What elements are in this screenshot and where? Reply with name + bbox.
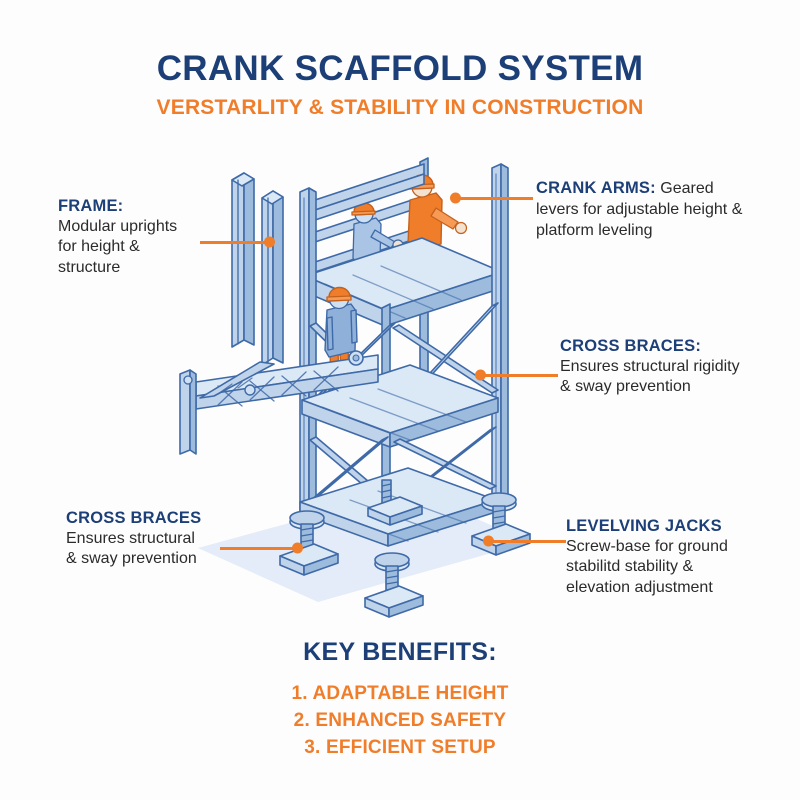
callout-frame-line-3: structure bbox=[58, 259, 121, 277]
callout-frame: FRAME: Modular uprights for height & str… bbox=[58, 196, 248, 279]
callout-leveling-jacks-line-2: stabilitd stability & bbox=[566, 558, 694, 576]
middle-platform-deck bbox=[301, 364, 499, 448]
leader-line-leveling-jacks bbox=[483, 535, 566, 547]
callout-crank-arms-line-2: levers for adjustable height bbox=[536, 200, 728, 218]
callout-frame-line-2: for height & bbox=[58, 238, 140, 256]
leveling-jack-rear bbox=[367, 479, 423, 526]
key-benefit-item-3: 3. EFFICIENT SETUP bbox=[304, 736, 496, 758]
key-benefits-section: KEY BENEFITS: 1. ADAPTABLE HEIGHT 2. ENH… bbox=[0, 638, 800, 762]
leveling-jack-front-mid bbox=[364, 552, 424, 618]
leader-dot bbox=[475, 369, 486, 381]
key-benefit-item-1: 1. ADAPTABLE HEIGHT bbox=[291, 683, 509, 704]
callout-crank-arms: CRANK ARMS: Geared levers for adjustable… bbox=[536, 178, 786, 241]
key-benefits-title: KEY BENEFITS: bbox=[303, 638, 497, 666]
callout-leveling-jacks-line-3: elevation adjustment bbox=[566, 579, 713, 597]
callout-frame-heading: FRAME: bbox=[58, 197, 124, 215]
callout-crank-arms-heading: CRANK ARMS: bbox=[536, 179, 656, 197]
leader-line-frame bbox=[200, 236, 275, 248]
scaffold-illustration: .ln { stroke:#3f6aa8; stroke-width:1.6; … bbox=[110, 150, 590, 620]
leader-line-cross-braces-upper bbox=[475, 369, 558, 381]
header: CRANK SCAFFOLD SYSTEM VERSTARLITY & STAB… bbox=[0, 50, 800, 119]
callout-frame-line-1: Modular uprights bbox=[58, 217, 178, 235]
callout-cross-braces-upper-line-1: Ensures structural rigidity bbox=[560, 357, 740, 375]
callout-cross-braces-lower-heading: CROSS BRACES bbox=[66, 509, 202, 527]
leveling-jack-front-left bbox=[279, 510, 339, 576]
callout-leveling-jacks-heading: LEVELVING JACKS bbox=[566, 517, 722, 535]
leader-dot bbox=[450, 192, 461, 204]
callout-cross-braces-lower-line-1: Ensures structural bbox=[66, 529, 195, 547]
callout-crank-arms-line-1: Geared bbox=[660, 180, 714, 197]
callout-cross-braces-lower-line-2: & sway prevention bbox=[66, 550, 197, 568]
detached-frame-uprights bbox=[231, 172, 284, 366]
callout-cross-braces-lower: CROSS BRACES Ensures structural & sway p… bbox=[66, 508, 286, 570]
callout-crank-arms-line-3: & platform leveling bbox=[536, 200, 743, 239]
key-benefit-item-2: 2. ENHANCED SAFETY bbox=[293, 709, 507, 731]
front-right-leg bbox=[491, 163, 509, 505]
cantilever-outrigger bbox=[179, 350, 379, 455]
leader-dot bbox=[483, 535, 494, 547]
leader-line-cross-braces-lower bbox=[220, 542, 303, 554]
page-subtitle: VERSTARLITY & STABILITY IN CONSTRUCTION bbox=[156, 95, 644, 119]
callout-cross-braces-upper: CROSS BRACES: Ensures structural rigidit… bbox=[560, 336, 790, 398]
callout-leveling-jacks: LEVELVING JACKS Screw-base for ground st… bbox=[566, 516, 796, 599]
page-title: CRANK SCAFFOLD SYSTEM bbox=[156, 49, 644, 88]
callout-cross-braces-upper-line-2: & sway prevention bbox=[560, 378, 691, 396]
callout-leveling-jacks-line-1: Screw-base for ground bbox=[566, 537, 728, 555]
leader-dot bbox=[292, 542, 303, 554]
callout-cross-braces-upper-heading: CROSS BRACES: bbox=[560, 337, 702, 355]
leader-line-crank-arms bbox=[450, 192, 533, 204]
front-left-leg bbox=[299, 187, 317, 523]
leader-dot bbox=[264, 236, 275, 248]
